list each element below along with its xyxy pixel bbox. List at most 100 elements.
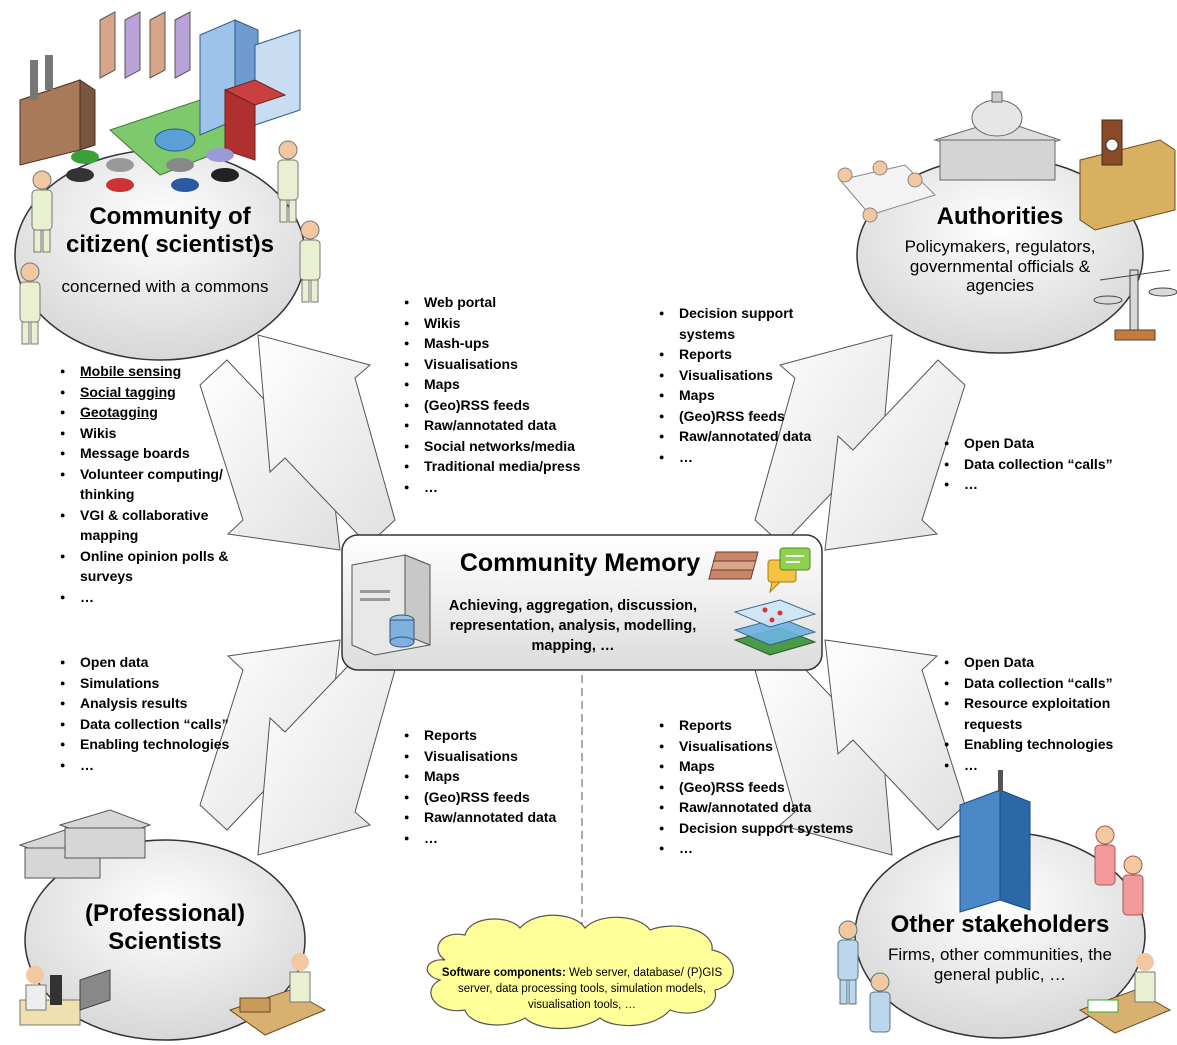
list-item: Decision support systems — [659, 303, 829, 344]
list-item: Open Data — [944, 652, 1149, 673]
list-item: Decision support systems — [659, 818, 854, 839]
memory-title: Community Memory — [459, 549, 701, 577]
citizens-subtitle: concerned with a commons — [61, 277, 269, 296]
person-icon — [31, 170, 53, 253]
list-item: (Geo)RSS feeds — [659, 406, 829, 427]
list-item: Data collection “calls” — [944, 454, 1134, 475]
list-item: Analysis results — [60, 693, 270, 714]
town-hall-icon — [1079, 119, 1176, 231]
list-item: … — [404, 477, 624, 498]
list-item: Geotagging — [60, 402, 250, 423]
arrow-stakeholders-to-memory — [824, 639, 966, 831]
scales-icon — [1093, 269, 1177, 341]
software-cloud — [426, 914, 734, 1030]
list-item: Wikis — [60, 423, 250, 444]
list-item: Raw/annotated data — [659, 797, 854, 818]
council-table-icon — [837, 160, 936, 223]
list-authorities-to-memory: Open DataData collection “calls”… — [944, 433, 1134, 495]
arrow-memory-to-citizens — [257, 334, 396, 546]
list-item: … — [944, 474, 1134, 495]
list-memory-to-authorities: Decision support systemsReportsVisualisa… — [659, 303, 829, 467]
server-icon — [351, 554, 431, 656]
list-item: Maps — [404, 374, 624, 395]
list-item: Web portal — [404, 292, 624, 313]
researcher-at-desk-icon — [228, 953, 327, 1036]
list-item: Volunteer computing/ thinking — [60, 464, 250, 505]
list-item: Simulations — [60, 673, 270, 694]
chat-icon — [767, 547, 811, 594]
list-item: VGI & collaborative mapping — [60, 505, 250, 546]
list-item: Enabling technologies — [944, 734, 1149, 755]
list-item: Reports — [659, 715, 854, 736]
list-item: Visualisations — [404, 746, 564, 767]
list-item: (Geo)RSS feeds — [404, 395, 624, 416]
city-icon — [19, 11, 301, 192]
authorities-title: Authorities — [936, 203, 1064, 230]
list-scientists-to-memory: Open dataSimulationsAnalysis resultsData… — [60, 652, 270, 775]
list-item: Wikis — [404, 313, 624, 334]
list-item: Raw/annotated data — [659, 426, 829, 447]
citizens-title: Community of citizen( scientist)s — [65, 203, 275, 258]
list-item: Message boards — [60, 443, 250, 464]
list-item: Mash-ups — [404, 333, 624, 354]
pink-person-icons — [1094, 825, 1144, 916]
list-item: Social networks/media — [404, 436, 624, 457]
list-item: … — [659, 447, 829, 468]
blue-person-icons — [837, 920, 891, 1033]
list-memory-to-stakeholders: ReportsVisualisationsMaps(Geo)RSS feedsR… — [659, 715, 854, 859]
list-item: Visualisations — [404, 354, 624, 375]
stakeholders-title: Other stakeholders — [890, 911, 1110, 938]
list-item: Mobile sensing — [60, 361, 250, 382]
list-item: … — [60, 587, 250, 608]
list-item: … — [60, 755, 270, 776]
list-memory-to-citizens: Web portalWikisMash-upsVisualisationsMap… — [404, 292, 624, 497]
memory-subtitle: Achieving, aggregation, discussion, repr… — [448, 598, 698, 654]
list-item: (Geo)RSS feeds — [404, 787, 564, 808]
person-icon — [299, 220, 321, 303]
office-tower-icon — [959, 770, 1031, 913]
books-icon — [708, 551, 759, 580]
person-icon — [277, 140, 299, 223]
scientists-title: (Professional) Scientists — [84, 900, 246, 955]
list-item: … — [944, 755, 1149, 776]
person-icon — [19, 262, 41, 345]
list-item: Enabling technologies — [60, 734, 270, 755]
arrow-authorities-to-memory — [824, 359, 966, 551]
list-item: Data collection “calls” — [60, 714, 270, 735]
list-item: (Geo)RSS feeds — [659, 777, 854, 798]
scientist-at-microscope-icon — [19, 966, 111, 1026]
list-item: Reports — [659, 344, 829, 365]
list-citizens-to-memory: Mobile sensingSocial taggingGeotaggingWi… — [60, 361, 250, 607]
map-layers-icon — [733, 599, 817, 656]
list-item: Resource exploitation requests — [944, 693, 1149, 734]
list-item: Raw/annotated data — [404, 415, 624, 436]
list-item: Visualisations — [659, 365, 829, 386]
list-item: Traditional media/press — [404, 456, 624, 477]
list-item: Data collection “calls” — [944, 673, 1149, 694]
memory-box — [341, 534, 823, 671]
list-item: Visualisations — [659, 736, 854, 757]
authorities-subtitle: Policymakers, regulators, governmental o… — [904, 237, 1096, 296]
list-memory-to-scientists: ReportsVisualisationsMaps(Geo)RSS feedsR… — [404, 725, 564, 848]
list-item: Maps — [659, 385, 829, 406]
list-item: Online opinion polls & surveys — [60, 546, 250, 587]
list-item: Raw/annotated data — [404, 807, 564, 828]
list-item: … — [659, 838, 854, 859]
software-description: Web server, database/ (P)GIS server, dat… — [457, 967, 723, 1011]
list-item: Reports — [404, 725, 564, 746]
person-icons — [19, 140, 321, 345]
list-item: … — [404, 828, 564, 849]
stakeholders-subtitle: Firms, other communities, the general pu… — [888, 945, 1112, 984]
list-item: Open Data — [944, 433, 1134, 454]
list-item: Open data — [60, 652, 270, 673]
software-components-text: Software components: Web server, databas… — [432, 965, 732, 1013]
list-item: Maps — [659, 756, 854, 777]
list-stakeholders-to-memory: Open DataData collection “calls”Resource… — [944, 652, 1149, 775]
university-building-icon — [18, 809, 152, 879]
list-item: Maps — [404, 766, 564, 787]
desk-worker-icon — [1078, 953, 1172, 1034]
government-building-icon — [933, 91, 1062, 181]
list-item: Social tagging — [60, 382, 250, 403]
software-label: Software components: — [441, 967, 566, 979]
